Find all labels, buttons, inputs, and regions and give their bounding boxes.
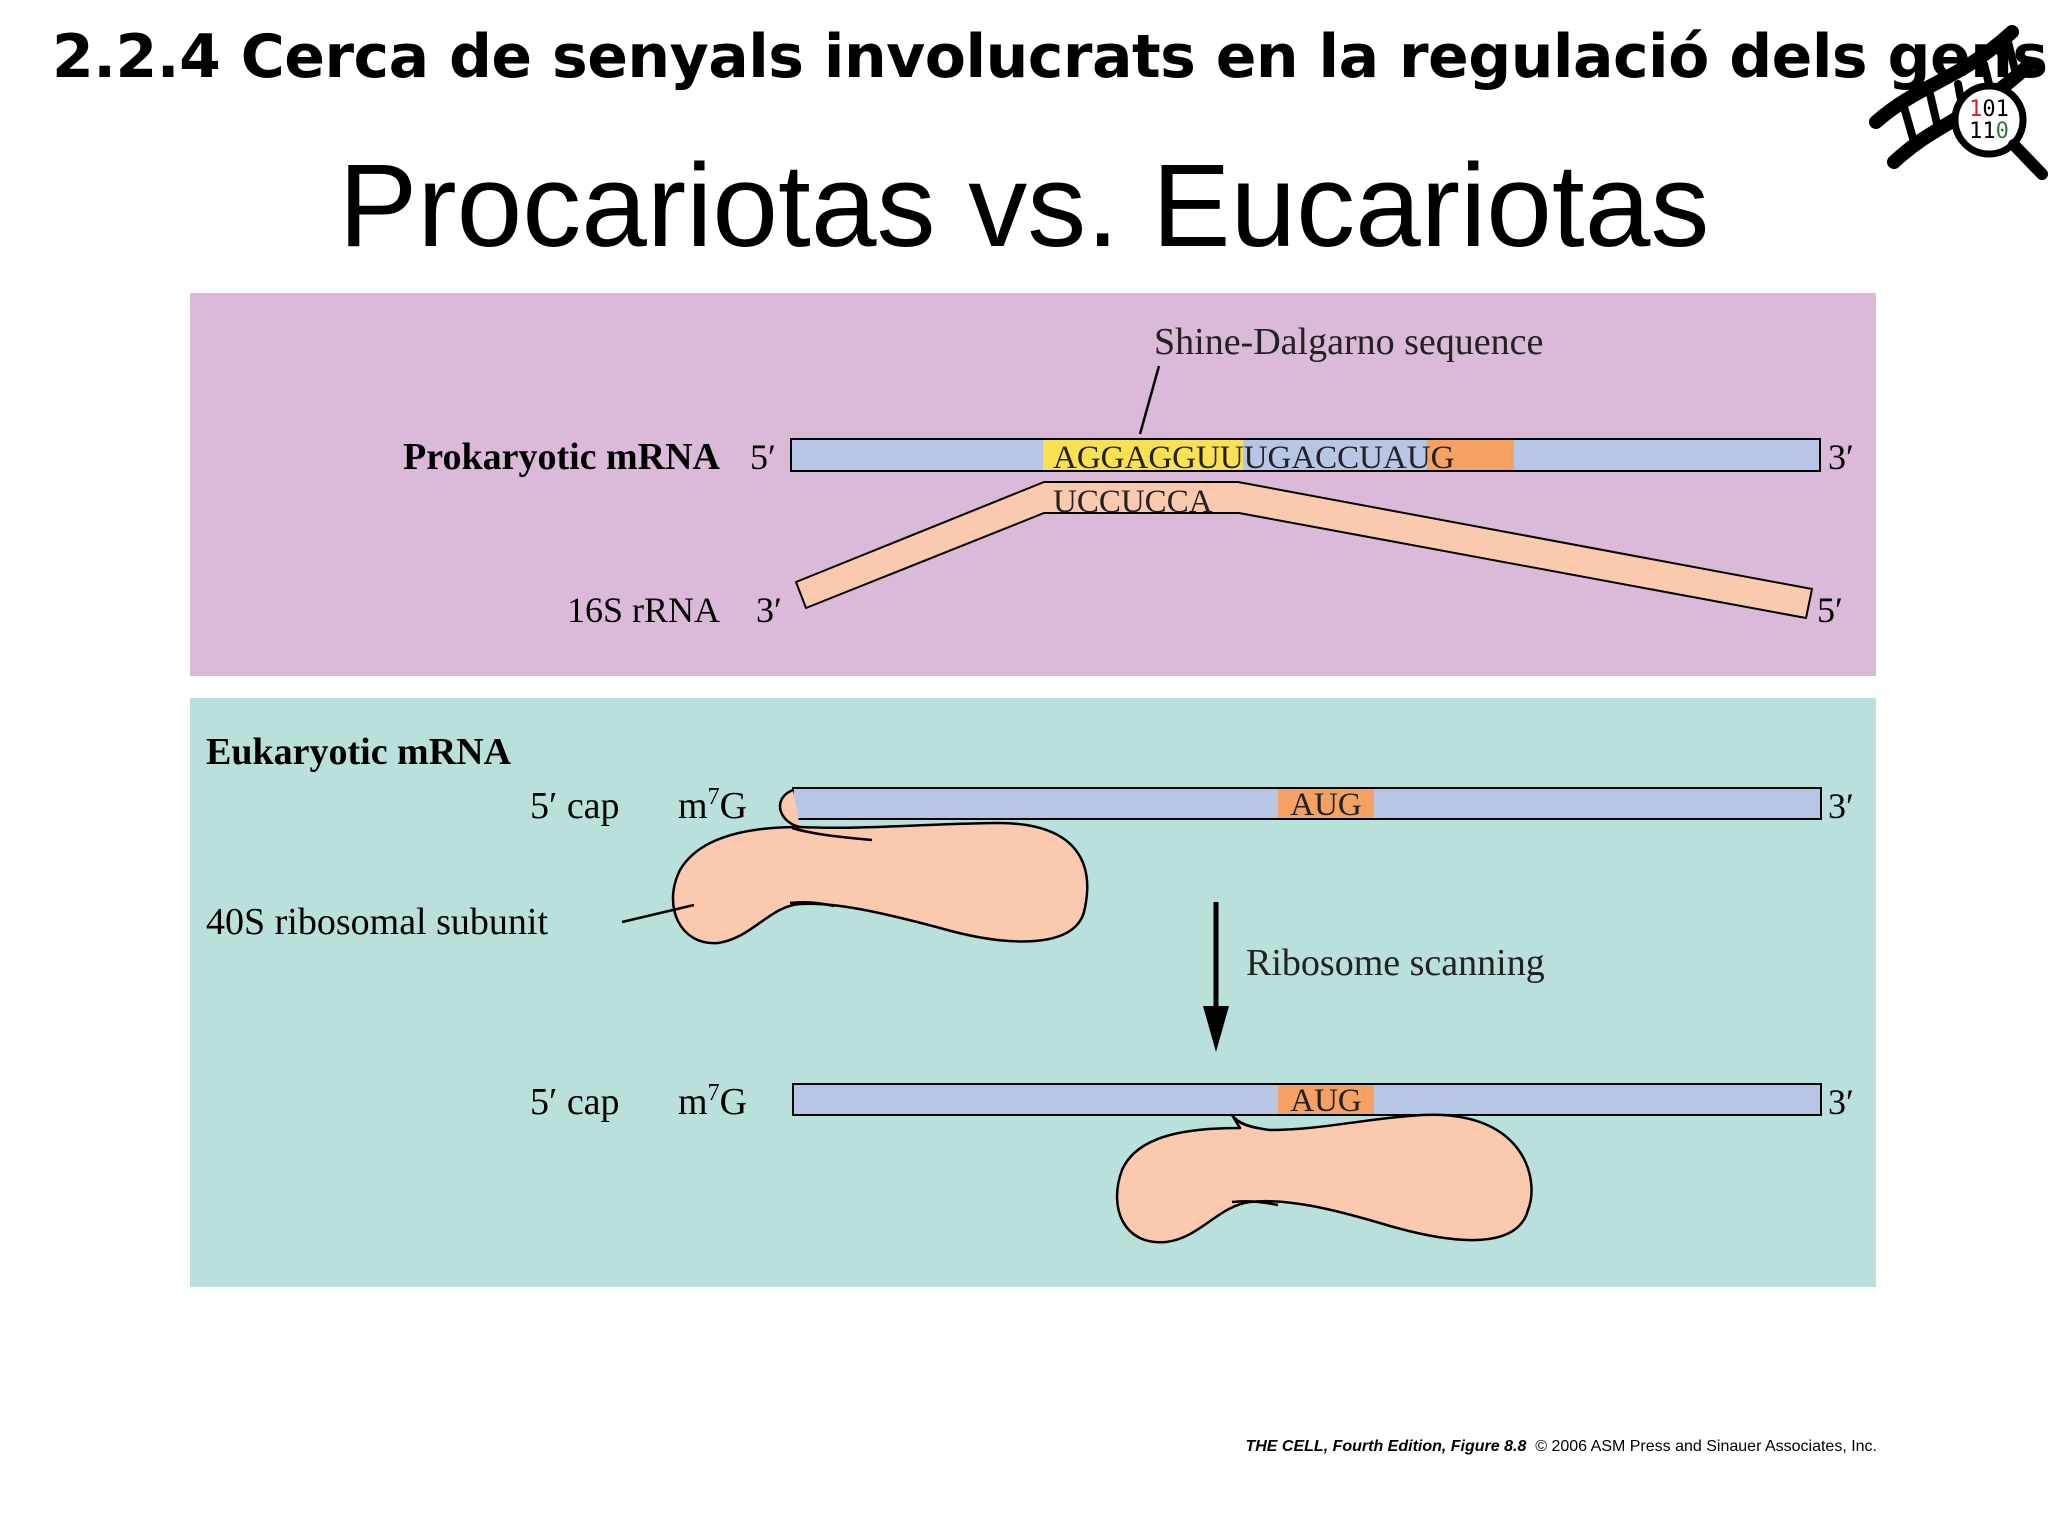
scanning-arrow-head <box>1203 1006 1229 1052</box>
eukaryotic-mrna-label: Eukaryotic mRNA <box>206 731 512 773</box>
logo-top-digits: 101 <box>1969 97 2009 122</box>
euk-aug-bottom: AUG <box>1290 1083 1362 1119</box>
16s-rrna-label: 16S rRNA <box>567 590 720 630</box>
figure-credit: THE CELL, Fourth Edition, Figure 8.8 © 2… <box>1245 1438 1877 1456</box>
40s-subunit-top <box>671 788 1089 945</box>
40s-subunit-label: 40S ribosomal subunit <box>206 901 548 943</box>
euk-aug-top: AUG <box>1290 787 1362 823</box>
rrna-3-end: 3′ <box>756 590 782 630</box>
40s-subunit-pointer <box>621 903 695 924</box>
euk-aug-highlight-top <box>1278 789 1374 818</box>
40s-subunit-top-groove <box>791 826 873 842</box>
rrna-5-end: 5′ <box>1817 590 1843 630</box>
eukaryotic-panel <box>190 698 1876 1287</box>
prok-aug-highlight <box>1427 440 1514 470</box>
euk-m7g-bottom: m7G <box>678 1080 747 1123</box>
shine-dalgarno-highlight <box>1043 440 1243 470</box>
40s-subunit-bottom-fold <box>1231 1199 1279 1207</box>
prokaryotic-mrna-label: Prokaryotic mRNA <box>403 436 721 478</box>
slide-title: Procariotas vs. Eucariotas <box>338 140 1710 272</box>
prokaryotic-panel <box>190 293 1876 676</box>
credit-book: THE CELL, Fourth Edition, Figure 8.8 <box>1245 1438 1527 1455</box>
euk-cap-prefix-bottom: 5′ cap <box>530 1081 620 1123</box>
shine-dalgarno-label: Shine-Dalgarno sequence <box>1154 321 1543 363</box>
prok-mrna-sequence: AGGAGGUUUGACCUAUG <box>1053 440 1455 476</box>
16s-rrna-band <box>795 481 1813 619</box>
rrna-sequence: UCCUCCA <box>1053 484 1213 520</box>
prok-mrna-3-end: 3′ <box>1828 437 1854 477</box>
40s-subunit-bottom <box>1115 1113 1533 1244</box>
ribosome-scanning-label: Ribosome scanning <box>1246 942 1545 984</box>
credit-copyright: © 2006 ASM Press and Sinauer Associates,… <box>1535 1438 1877 1455</box>
prokaryotic-mrna-bar <box>790 438 1821 472</box>
dna-magnifier-icon: 101 110 <box>1869 25 2048 180</box>
euk-aug-highlight-bottom <box>1278 1085 1374 1114</box>
euk-cap-prefix-top: 5′ cap <box>530 785 620 827</box>
logo-bottom-digits: 110 <box>1969 119 2009 144</box>
shine-dalgarno-pointer <box>1138 365 1161 435</box>
section-title: 2.2.4 Cerca de senyals involucrats en la… <box>52 22 2048 92</box>
prok-mrna-5-end: 5′ <box>750 437 776 477</box>
euk-mrna-3-end-bottom: 3′ <box>1828 1082 1854 1122</box>
euk-m7g-top: m7G <box>678 784 747 827</box>
40s-subunit-bottom-cleft <box>1230 1114 1259 1130</box>
euk-mrna-3-end-top: 3′ <box>1828 786 1854 826</box>
40s-subunit-top-fold <box>789 900 835 908</box>
